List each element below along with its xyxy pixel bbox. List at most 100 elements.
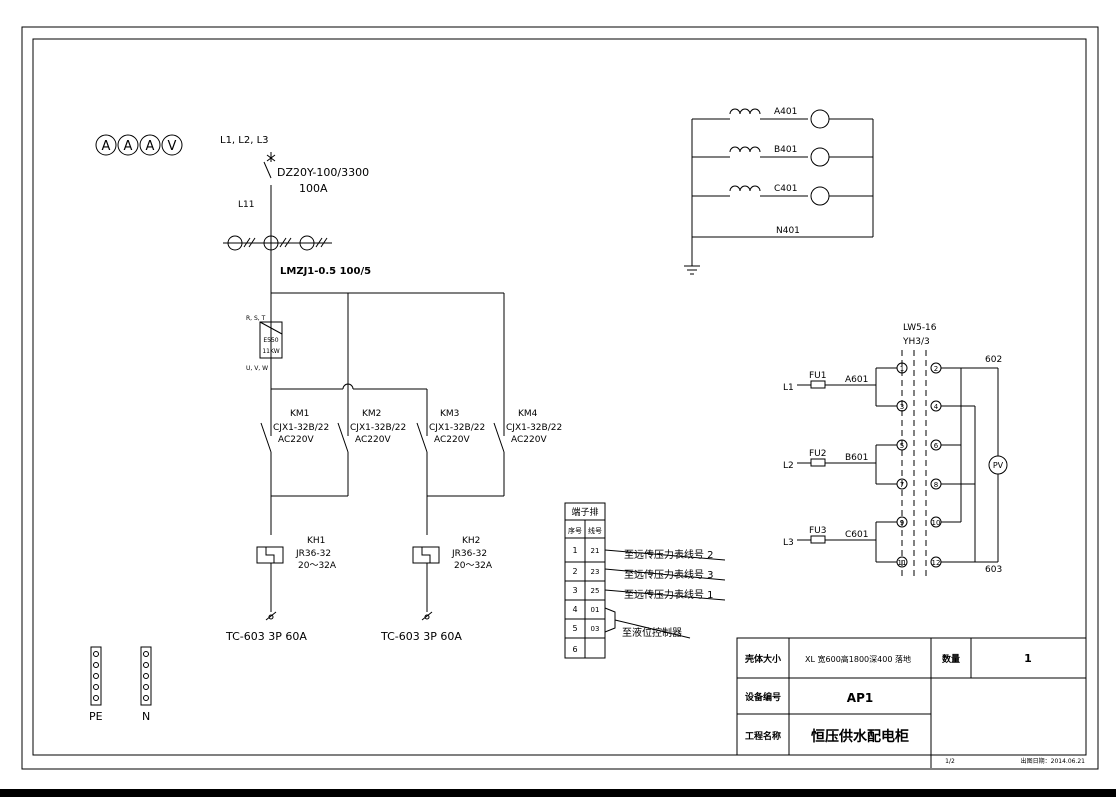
title-block: 壳体大小 XL 宽600高1800深400 落地 数量 1 设备编号 AP1 工…	[736, 637, 1087, 768]
thermal-relays: KH1 JR36-32 20～32A KH2 JR36-32 20～32A TC…	[225, 536, 493, 643]
wire-b601: B601	[845, 453, 868, 463]
row-4-wire: 01	[591, 606, 600, 614]
wire-c601: C601	[845, 530, 868, 540]
km2-model: CJX1-32B/22	[350, 423, 406, 433]
label-b401: B401	[774, 145, 797, 155]
wire-603: 603	[985, 565, 1002, 575]
inverter-output: U, V, W	[246, 365, 268, 372]
page-number: 1/2	[945, 758, 955, 765]
output-1: TC-603 3P 60A	[225, 630, 307, 643]
switch-type: YH3/3	[902, 337, 930, 347]
device-label: 设备编号	[745, 691, 781, 703]
switch-circuit: LW5-16 YH3/3 L1 L2 L3 FU1 FU2 FU3 A601 B…	[783, 323, 1008, 580]
qty-value: 1	[1024, 652, 1032, 665]
km1-name: KM1	[290, 409, 309, 419]
inverter-box	[259, 321, 283, 359]
fuse-2: FU2	[809, 449, 827, 459]
kh1-range: 20～32A	[298, 561, 337, 571]
phase-l3: L3	[783, 538, 794, 548]
size-label: 壳体大小	[744, 653, 781, 665]
bottom-bar	[0, 789, 1116, 797]
phase-label: L1, L2, L3	[220, 135, 269, 146]
breaker-rating: 100A	[299, 182, 328, 195]
contact-8: 8	[934, 481, 938, 489]
meter-icon-1: A	[102, 139, 111, 154]
ct-model: LMZJ1-0.5 100/5	[280, 266, 371, 277]
outer-frame	[21, 26, 1099, 770]
km1-model: CJX1-32B/22	[273, 423, 329, 433]
contact-3: 3	[900, 403, 904, 411]
device-value: AP1	[847, 691, 873, 705]
kh1-model: JR36-32	[295, 549, 331, 559]
note-3: 至远传压力表线号 1	[624, 588, 714, 601]
breaker-model: DZ20Y-100/3300	[277, 166, 369, 179]
km3-name: KM3	[440, 409, 459, 419]
ground-bars: PE N	[89, 646, 152, 723]
contact-7: 7	[900, 481, 904, 489]
row-6-no: 6	[572, 645, 577, 654]
drawing-date: 出图日期：2014.06.21	[1021, 757, 1086, 765]
project-label: 工程名称	[745, 730, 781, 742]
kh2-range: 20～32A	[454, 561, 493, 571]
contact-12: 12	[932, 559, 941, 567]
row-5-wire: 03	[591, 625, 600, 633]
terminal-col-wire: 线号	[588, 526, 602, 535]
inverter-input: R, S, T	[246, 315, 266, 322]
row-4-no: 4	[572, 605, 577, 614]
km4-name: KM4	[518, 409, 538, 419]
meter-icon-2: A	[124, 139, 133, 154]
km2-voltage: AC220V	[355, 435, 391, 445]
km4-voltage: AC220V	[511, 435, 547, 445]
wire-a601: A601	[845, 375, 868, 385]
contact-6: 6	[934, 442, 939, 450]
inner-frame	[32, 38, 1087, 756]
km3-voltage: AC220V	[434, 435, 470, 445]
size-value: XL 宽600高1800深400 落地	[805, 654, 911, 664]
meter-icon-4: V	[168, 139, 177, 154]
fuse-3: FU3	[809, 526, 827, 536]
contact-11: 11	[898, 559, 907, 567]
switch-model: LW5-16	[903, 323, 937, 333]
note-4: 至液位控制器	[622, 626, 682, 639]
terminal-block: 端子排 序号 线号 1 21 2 23 3 25 4 01 5 03 6 至远传…	[564, 502, 726, 659]
label-c401: C401	[774, 184, 797, 194]
note-1: 至远传压力表线号 2	[624, 548, 714, 561]
terminal-col-no: 序号	[568, 526, 582, 535]
ammeter-circuit: A401 B401 C401 N401	[684, 107, 874, 275]
qty-label: 数量	[942, 653, 960, 665]
meter-icon-3: A	[146, 139, 155, 154]
main-feed: L1, L2, L3 DZ20Y-100/3300 100A L11 LMZJ1…	[220, 135, 505, 427]
inverter-model: E550	[263, 337, 278, 344]
contactors: KM1 CJX1-32B/22 AC220V KM2 CJX1-32B/22 A…	[260, 409, 562, 535]
contact-10: 10	[932, 519, 941, 527]
row-2-no: 2	[572, 567, 577, 576]
contact-9: 9	[900, 519, 904, 527]
fuse-1: FU1	[809, 371, 827, 381]
kh1-name: KH1	[307, 536, 325, 546]
contact-1: 1	[900, 365, 904, 373]
terminal-title: 端子排	[571, 506, 598, 518]
note-2: 至远传压力表线号 3	[624, 568, 714, 581]
kh2-model: JR36-32	[451, 549, 487, 559]
n-label: N	[142, 710, 150, 723]
inverter-power: 11KW	[262, 348, 279, 355]
pe-label: PE	[89, 710, 103, 723]
row-3-wire: 25	[591, 587, 600, 595]
phase-l1: L1	[783, 383, 794, 393]
km3-model: CJX1-32B/22	[429, 423, 485, 433]
project-value: 恒压供水配电柜	[811, 728, 909, 745]
phase-l2: L2	[783, 461, 794, 471]
label-n401: N401	[776, 226, 800, 236]
kh2-name: KH2	[462, 536, 480, 546]
km1-voltage: AC220V	[278, 435, 314, 445]
km4-model: CJX1-32B/22	[506, 423, 562, 433]
wire-602: 602	[985, 355, 1002, 365]
pv-meter: PV	[993, 461, 1004, 470]
km2-name: KM2	[362, 409, 381, 419]
meter-icons: A A A V	[95, 134, 183, 156]
row-5-no: 5	[572, 624, 577, 633]
contact-5: 5	[900, 442, 904, 450]
contact-4: 4	[934, 403, 939, 411]
row-3-no: 3	[572, 586, 577, 595]
